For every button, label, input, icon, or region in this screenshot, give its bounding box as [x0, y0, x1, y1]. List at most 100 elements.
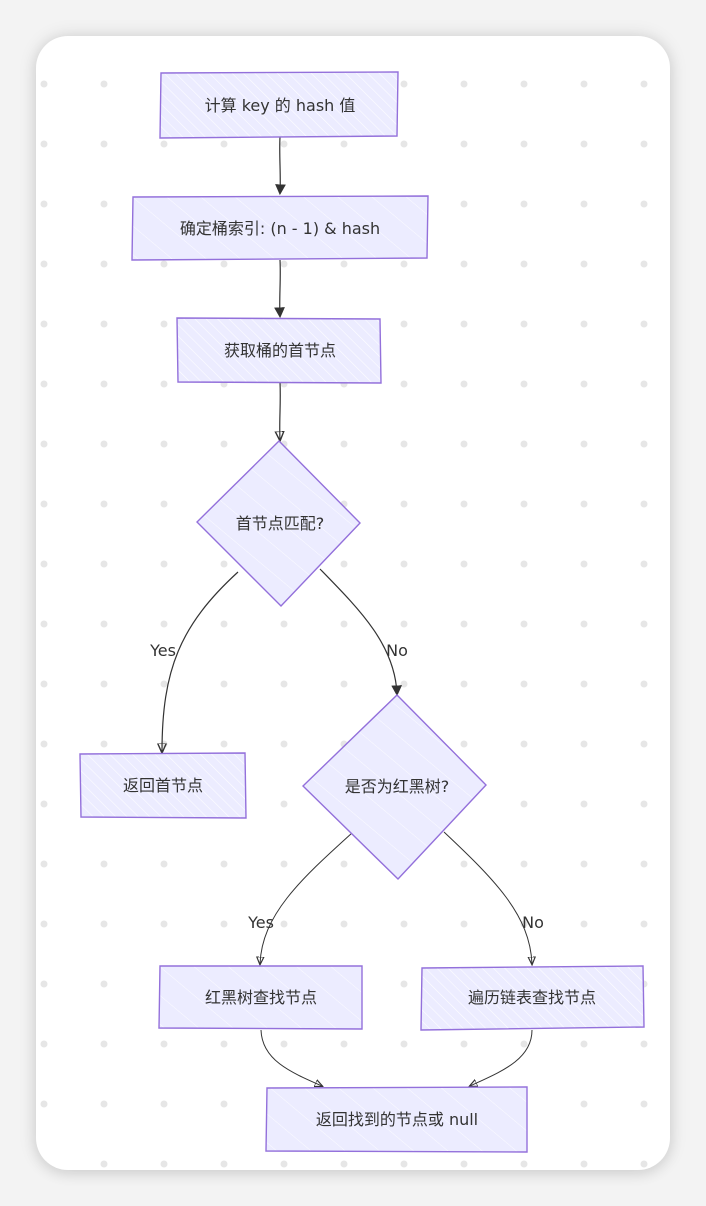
grid-dot [340, 1160, 348, 1168]
grid-dot [580, 680, 588, 688]
grid-dot [280, 1160, 288, 1168]
node-match[interactable]: 首节点匹配? [196, 440, 361, 608]
grid-dot [340, 680, 348, 688]
grid-dot [340, 620, 348, 628]
grid-dot [160, 860, 168, 868]
grid-dot [640, 560, 648, 568]
grid-dot [160, 1100, 168, 1108]
grid-dot [400, 380, 408, 388]
grid-dot [460, 380, 468, 388]
grid-dot [220, 560, 228, 568]
grid-dot [40, 1100, 48, 1108]
node-label: 获取桶的首节点 [224, 341, 336, 360]
grid-dot [100, 560, 108, 568]
grid-dot [100, 920, 108, 928]
grid-dot [40, 500, 48, 508]
grid-dot [100, 260, 108, 268]
grid-dot [520, 920, 528, 928]
grid-dot [400, 1040, 408, 1048]
grid-dot [280, 140, 288, 148]
node-istree[interactable]: 是否为红黑树? [301, 694, 487, 881]
grid-dot [580, 500, 588, 508]
grid-dot [100, 1040, 108, 1048]
edge-index-to-first [274, 259, 285, 319]
grid-dot [460, 440, 468, 448]
node-label: 计算 key 的 hash 值 [205, 96, 356, 115]
grid-dot [100, 80, 108, 88]
grid-dot [640, 1100, 648, 1108]
grid-dot [40, 920, 48, 928]
grid-dot [640, 320, 648, 328]
grid-dot [280, 260, 288, 268]
grid-dot [100, 200, 108, 208]
grid-dot [280, 620, 288, 628]
node-ret[interactable]: 返回找到的节点或 null [265, 1086, 528, 1153]
edge-label-match-no: No [386, 641, 408, 660]
grid-dot [280, 920, 288, 928]
grid-dot [100, 320, 108, 328]
grid-dot [460, 320, 468, 328]
grid-dot [520, 740, 528, 748]
grid-dot [100, 380, 108, 388]
grid-dot [100, 860, 108, 868]
grid-dot [340, 920, 348, 928]
grid-dot [640, 140, 648, 148]
grid-dot [40, 740, 48, 748]
grid-dot [220, 860, 228, 868]
grid-dot [580, 200, 588, 208]
node-retfirst[interactable]: 返回首节点 [79, 752, 247, 819]
grid-dot [520, 620, 528, 628]
grid-dot [580, 320, 588, 328]
grid-dot [220, 680, 228, 688]
grid-dot [520, 1040, 528, 1048]
grid-dot [520, 560, 528, 568]
grid-dot [640, 260, 648, 268]
grid-dot [400, 1160, 408, 1168]
grid-dot [580, 800, 588, 808]
grid-dot [640, 380, 648, 388]
node-first[interactable]: 获取桶的首节点 [176, 317, 382, 384]
grid-dot [400, 620, 408, 628]
grid-dot [520, 440, 528, 448]
grid-dot [160, 440, 168, 448]
node-listfind[interactable]: 遍历链表查找节点 [420, 965, 645, 1031]
grid-dot [400, 80, 408, 88]
edge-label-istree-no: No [522, 913, 544, 932]
grid-dot [460, 500, 468, 508]
node-hash[interactable]: 计算 key 的 hash 值 [159, 71, 399, 139]
diagram-canvas: Yes No Yes No 计算 key 的 hash 值 确定桶索引: (n … [36, 36, 670, 1170]
edge-istree-to-treefind [260, 832, 353, 964]
grid-dot [100, 140, 108, 148]
grid-dot [40, 320, 48, 328]
edge-match-to-istree [319, 568, 403, 697]
grid-dot [640, 920, 648, 928]
grid-dot [400, 320, 408, 328]
grid-dot [640, 1040, 648, 1048]
edge-listfind-to-ret [470, 1029, 533, 1086]
node-treefind[interactable]: 红黑树查找节点 [158, 965, 363, 1030]
grid-dot [340, 440, 348, 448]
grid-dot [400, 980, 408, 988]
grid-dot [460, 80, 468, 88]
grid-dot [520, 80, 528, 88]
flowchart: Yes No Yes No 计算 key 的 hash 值 确定桶索引: (n … [40, 71, 648, 1168]
grid-dot [580, 620, 588, 628]
grid-dot [640, 200, 648, 208]
edge-istree-to-listfind [443, 831, 532, 964]
grid-dot [520, 1160, 528, 1168]
grid-dot [40, 260, 48, 268]
grid-dot [280, 740, 288, 748]
grid-dot [340, 560, 348, 568]
grid-dot [220, 1100, 228, 1108]
grid-dot [580, 560, 588, 568]
grid-dot [580, 380, 588, 388]
grid-dot [340, 860, 348, 868]
edge-first-to-match [280, 381, 281, 440]
grid-dot [460, 140, 468, 148]
node-index[interactable]: 确定桶索引: (n - 1) & hash [131, 195, 429, 261]
grid-dot [640, 620, 648, 628]
grid-dot [40, 1160, 48, 1168]
grid-dot [580, 860, 588, 868]
grid-dot [460, 620, 468, 628]
grid-dot [460, 560, 468, 568]
